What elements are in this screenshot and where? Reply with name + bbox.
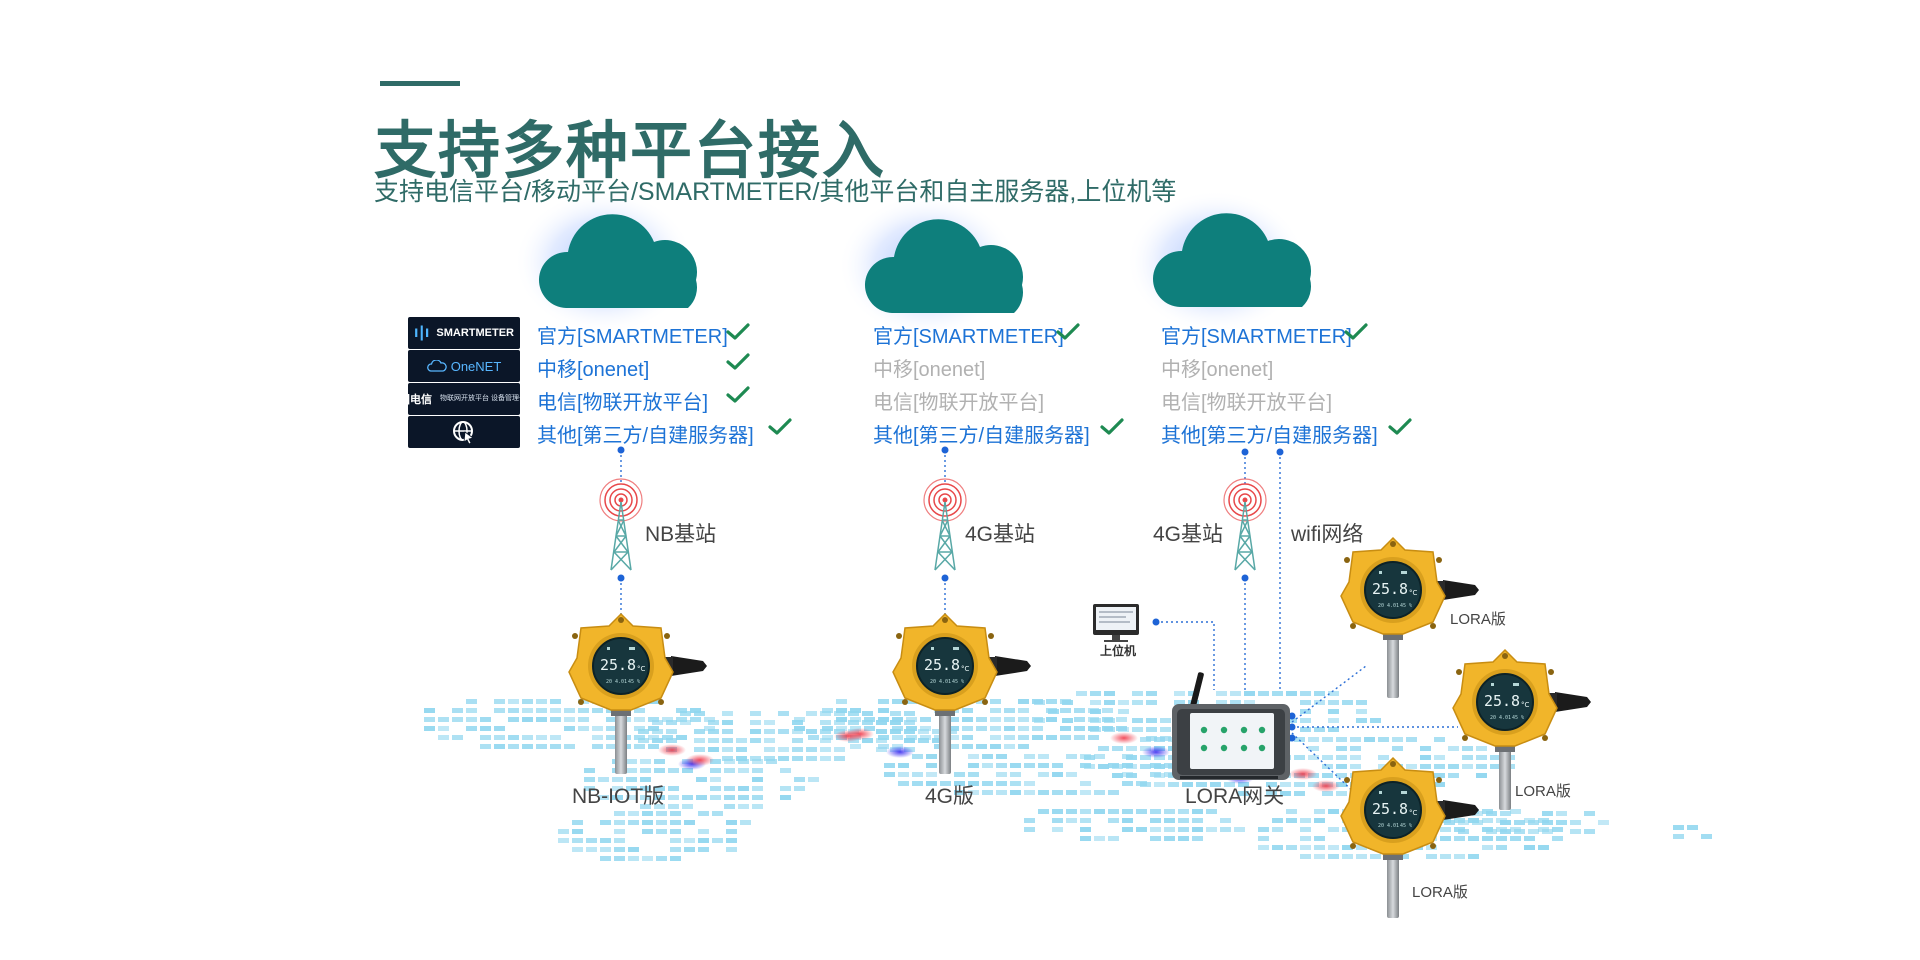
platform-item: 电信[物联开放平台] xyxy=(873,392,1045,414)
device-info-text: 20 4.01 xyxy=(1378,823,1399,829)
pc-monitor-icon xyxy=(1093,604,1139,642)
globe-cursor-icon xyxy=(453,421,474,445)
platform-item: 中移[onenet] xyxy=(873,359,986,381)
cloud-icon xyxy=(1126,190,1312,334)
device-temp-readout: 25.8 xyxy=(600,656,636,674)
lora-gateway-device xyxy=(1172,672,1290,780)
platform-item: 其他[第三方/自建服务器] xyxy=(1161,425,1378,447)
platform-item: 官方[SMARTMETER] xyxy=(537,326,728,348)
cloud-icon xyxy=(514,190,698,334)
page-title: 支持多种平台接入 xyxy=(374,117,887,186)
platform-item: 其他[第三方/自建服务器] xyxy=(873,425,1090,447)
platform-item: 电信[物联开放平台] xyxy=(537,392,709,414)
device-info-text: 45 % xyxy=(1512,715,1524,721)
wifi-label: wifi网络 xyxy=(1291,523,1364,546)
device-info-text: 45 % xyxy=(952,679,964,685)
device-info-text: 20 4.01 xyxy=(1490,715,1511,721)
device-info-text: 45 % xyxy=(1400,603,1412,609)
cloud-icon xyxy=(838,194,1024,338)
device-info-text: 20 4.01 xyxy=(930,679,951,685)
device-info-text: 20 4.01 xyxy=(606,679,627,685)
device-temp-readout: 25.8 xyxy=(924,656,960,674)
device-label: NB-IOT版 xyxy=(572,785,665,808)
onenet-logo: OneNET xyxy=(408,350,520,382)
cloud-outline-icon xyxy=(426,360,447,372)
device-temp-readout: 25.8 xyxy=(1372,580,1408,598)
platform-item: 官方[SMARTMETER] xyxy=(873,326,1064,348)
check-icon xyxy=(726,353,750,370)
platform-item: 其他[第三方/自建服务器] xyxy=(537,425,754,447)
check-icon xyxy=(768,418,792,435)
device-info-text: 45 % xyxy=(628,679,640,685)
platform-item: 官方[SMARTMETER] xyxy=(1161,326,1352,348)
ctwing-logo: 中国电信 物联网开放平台 设备管理子系统 xyxy=(408,383,520,415)
lora-device-label: LORA版 xyxy=(1515,783,1571,800)
platform-item: 电信[物联开放平台] xyxy=(1161,392,1333,414)
check-icon xyxy=(1100,418,1124,435)
device-info-text: 20 4.01 xyxy=(1378,603,1399,609)
device-temp-unit: °C xyxy=(1409,809,1418,817)
device-temp-unit: °C xyxy=(1409,589,1418,597)
check-icon xyxy=(726,323,750,340)
device-temp-unit: °C xyxy=(1521,701,1530,709)
device-temp-readout: 25.8 xyxy=(1484,692,1520,710)
device-temp-unit: °C xyxy=(961,665,970,673)
device-temp-unit: °C xyxy=(637,665,646,673)
check-icon xyxy=(726,386,750,403)
check-icon xyxy=(1388,418,1412,435)
pc-label: 上位机 xyxy=(1100,644,1137,658)
signal-tower-icon xyxy=(599,478,643,571)
custom-server-logo xyxy=(408,416,520,448)
title-accent-bar xyxy=(380,81,460,86)
lora-device-label: LORA版 xyxy=(1450,611,1506,628)
platform-item: 中移[onenet] xyxy=(537,359,650,381)
lora-device-label: LORA版 xyxy=(1412,884,1468,901)
station-label: NB基站 xyxy=(645,523,717,546)
device-label: 4G版 xyxy=(925,785,975,808)
check-icon xyxy=(1056,323,1080,340)
check-icon xyxy=(1344,323,1368,340)
station-label: 4G基站 xyxy=(965,523,1036,546)
device-info-text: 45 % xyxy=(1400,823,1412,829)
device-temp-readout: 25.8 xyxy=(1372,800,1408,818)
page-subtitle: 支持电信平台/移动平台/SMARTMETER/其他平台和自主服务器,上位机等 xyxy=(374,178,1177,206)
gateway-label: LORA网关 xyxy=(1185,785,1285,808)
platform-item: 中移[onenet] xyxy=(1161,359,1274,381)
station-label: 4G基站 xyxy=(1153,523,1224,546)
